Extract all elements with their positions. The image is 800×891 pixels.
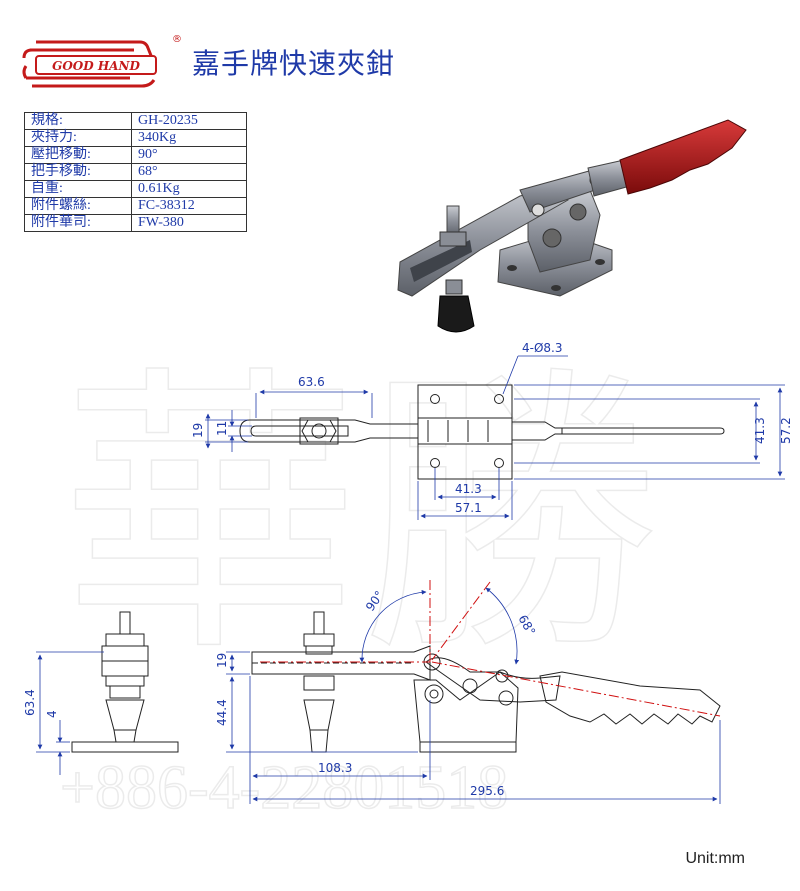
dim-108-3: 108.3 bbox=[318, 761, 352, 775]
watermark: 華勝 +886-4-22801518 bbox=[59, 341, 661, 823]
svg-text:®: ® bbox=[172, 34, 182, 45]
unit-label: Unit:mm bbox=[685, 850, 745, 867]
spec-value: 90° bbox=[131, 146, 247, 164]
dim-11: 11 bbox=[215, 421, 229, 436]
spec-label: 附件華司: bbox=[24, 214, 132, 232]
dim-295-6: 295.6 bbox=[470, 784, 504, 798]
front-view bbox=[251, 611, 721, 753]
spec-row: 自重: 0.61Kg bbox=[24, 180, 247, 198]
spec-row: 夾持力: 340Kg bbox=[24, 129, 247, 147]
spec-row: 附件螺絲: FC-38312 bbox=[24, 197, 247, 215]
spec-value: 0.61Kg bbox=[131, 180, 247, 198]
spec-label: 壓把移動: bbox=[24, 146, 132, 164]
spec-value: FW-380 bbox=[131, 214, 247, 232]
spec-label: 附件螺絲: bbox=[24, 197, 132, 215]
front-view-centerlines bbox=[260, 580, 721, 717]
spec-row: 附件華司: FW-380 bbox=[24, 214, 247, 232]
dim-41-3-horizontal: 41.3 bbox=[455, 482, 482, 496]
spec-row: 把手移動: 68° bbox=[24, 163, 247, 181]
spec-label: 規格: bbox=[24, 112, 132, 130]
dim-57-2: 57.2 bbox=[779, 417, 793, 444]
page-title: 嘉手牌快速夾鉗 bbox=[192, 47, 396, 80]
dim-19-front: 19 bbox=[215, 653, 229, 668]
watermark-phone: +886-4-22801518 bbox=[60, 754, 508, 822]
spec-table: 規格: GH-20235 夾持力: 340Kg 壓把移動: 90° 把手移動: … bbox=[24, 112, 247, 232]
dim-44-4: 44.4 bbox=[215, 699, 229, 726]
dim-63-4: 63.4 bbox=[23, 689, 37, 716]
dim-63-6: 63.6 bbox=[298, 375, 325, 389]
spec-row: 壓把移動: 90° bbox=[24, 146, 247, 164]
watermark-characters: 華勝 bbox=[60, 342, 660, 691]
dim-57-1: 57.1 bbox=[455, 501, 482, 515]
dim-19-top: 19 bbox=[191, 423, 205, 438]
spec-label: 自重: bbox=[24, 180, 132, 198]
spec-row: 規格: GH-20235 bbox=[24, 112, 247, 130]
clamp-3d-render bbox=[397, 119, 747, 333]
dim-4: 4 bbox=[45, 710, 59, 718]
dim-hole-callout: 4-Ø8.3 bbox=[522, 341, 563, 355]
spec-value: FC-38312 bbox=[131, 197, 247, 215]
side-view-dimensions bbox=[36, 651, 104, 775]
spec-label: 夾持力: bbox=[24, 129, 132, 147]
spec-value: 68° bbox=[131, 163, 247, 181]
logo-text: GOOD HAND bbox=[52, 59, 140, 73]
top-view-dimensions bbox=[205, 355, 785, 520]
good-hand-logo: GOOD HAND ® bbox=[22, 34, 182, 88]
spec-value: 340Kg bbox=[131, 129, 247, 147]
front-view-dimensions bbox=[226, 587, 721, 804]
spec-label: 把手移動: bbox=[24, 163, 132, 181]
spec-value: GH-20235 bbox=[131, 112, 247, 130]
side-view bbox=[71, 611, 179, 753]
top-view bbox=[239, 384, 725, 480]
dim-41-3-vertical: 41.3 bbox=[753, 417, 767, 444]
